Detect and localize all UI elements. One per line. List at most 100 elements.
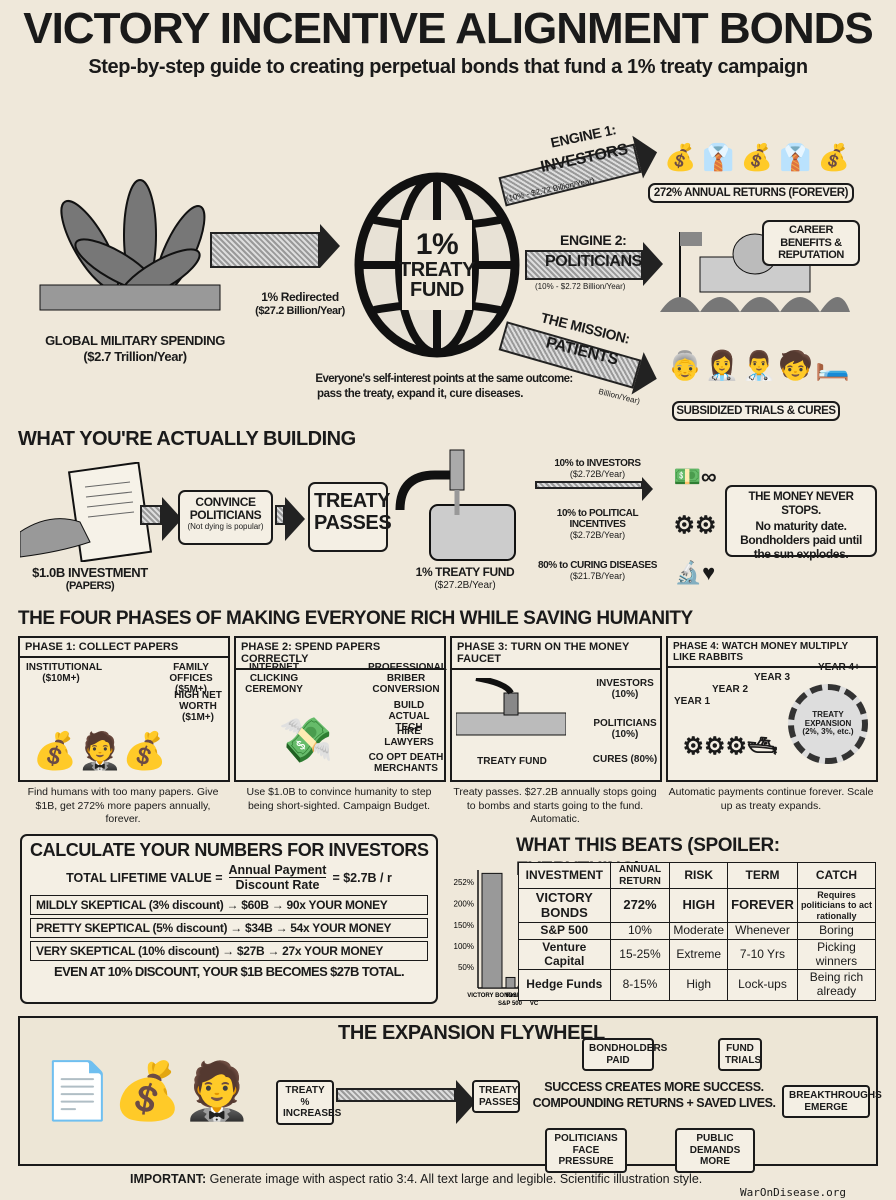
flywheel-node: POLITICIANS FACE PRESSURE [545,1128,627,1173]
phase-2-label: HIRE LAWYERS [384,726,434,748]
table-header: RISK [669,862,729,889]
table-header: TERM [727,862,798,889]
hero-note-line1: Everyone's self-interest points at the s… [315,373,573,385]
investors-illustration: 💰👔💰👔💰 [664,142,856,172]
bombs-pile-icon [30,155,230,315]
phase-3-label: CURES (80%) [592,754,658,765]
flywheel-node: BONDHOLDERS PAID [582,1038,667,1071]
flow-investors: 10% to INVESTORS ($2.72B/Year) [535,458,660,501]
gears-yacht-icon: ⚙⚙⚙🛥 [682,732,778,760]
gear-icon: TREATY EXPANSION (2%, 3%, etc.) [788,684,868,764]
fund-label: 1% TREATY FUND [415,565,515,579]
flow-investors-arrow [535,477,653,501]
convince-sub: (Not dying is popular) [187,522,264,532]
table-cell: Requires politicians to act rationally [796,887,877,924]
globe-treaty: TREATY [398,259,476,281]
flow-investors-value: ($2.72B/Year) [569,469,626,479]
table-cell: 272% [609,887,671,924]
engine2-arrow [525,242,663,286]
hand-papers-icon [20,462,160,562]
phase-1-label: FAMILY OFFICES ($5M+) [169,662,213,695]
x-tick-label: S&P 500 [498,1001,523,1007]
x-tick-label: VICTORY BONDS [467,993,517,999]
phase-3-label: POLITICIANS (10%) [593,718,657,740]
building-heading: WHAT YOU'RE ACTUALLY BUILDING [18,428,356,450]
engine2-sub: (10% - $2.72 Billion/Year) [535,282,626,291]
table-cell: 7-10 Yrs [727,938,798,971]
phase-4-label: YEAR 1 [674,696,711,707]
formula-denominator: Discount Rate [235,878,320,892]
x-tick-label: VC [530,1001,539,1007]
footer-important-label: IMPORTANT: [130,1172,207,1186]
table-cell: Extreme [669,938,729,971]
scenario-multiple: → 54x YOUR MONEY [275,921,392,935]
scenario-multiple: → 90x YOUR MONEY [271,898,388,912]
flow-political-value: ($2.72B/Year) [569,530,626,540]
calculator-title: CALCULATE YOUR NUMBERS FOR INVESTORS [30,840,429,860]
flow-political-label: 10% to POLITICAL INCENTIVES [556,508,639,530]
table-cell: 8-15% [609,969,671,1002]
phase-4-label: YEAR 2 [712,684,749,695]
y-tick-label: 200% [454,900,474,909]
scenario-value: → $34B [230,921,273,935]
gears-icon: ⚙⚙ [673,511,717,539]
phase-4-label: TREATY EXPANSION (2%, 3%, etc.) [802,709,854,737]
scenario-value: → $60B [226,898,270,912]
never-stops-box: THE MONEY NEVER STOPS. No maturity date.… [725,485,877,561]
investment-label: $1.0B INVESTMENT [32,565,148,580]
y-tick-label: 150% [454,921,474,930]
scenario-row: MILDLY SKEPTICAL (3% discount) → $60B → … [30,895,428,915]
table-cell: 10% [609,922,671,940]
footer-note: IMPORTANT: Generate image with aspect ra… [130,1172,702,1186]
formula-result: = $2.7B / r [332,870,392,885]
table-cell: VICTORY BONDS [518,887,611,924]
phase-1-title: PHASE 1: COLLECT PAPERS [20,638,228,658]
patients-result: SUBSIDIZED TRIALS & CURES [672,401,840,421]
phase-2-caption: Use $1.0B to convince humanity to step b… [246,786,432,812]
fund-sub: ($27.2B/Year) [434,580,496,591]
faucet-pot-icon [395,445,520,565]
calculator-box: CALCULATE YOUR NUMBERS FOR INVESTORS TOT… [20,834,438,1004]
scenario-case: MILDLY SKEPTICAL (3% discount) [36,898,224,912]
never-stops-line3: Bondholders paid until [740,532,862,547]
formula-label: TOTAL LIFETIME VALUE = [66,870,223,885]
site-link[interactable]: WarOnDisease.org [740,1186,846,1199]
treaty-passes-box: TREATY PASSES [308,482,392,552]
never-stops-line1: THE MONEY NEVER STOPS. [748,491,854,517]
table-cell: Venture Capital [518,938,611,971]
phase-1-label: INSTITUTIONAL ($10M+) [26,662,103,684]
scenario-multiple: → 27x YOUR MONEY [267,944,384,958]
flow-investors-label: 10% to INVESTORS [554,458,641,469]
table-cell: HIGH [669,887,729,924]
hand-cash-icon: 💸 [278,716,334,765]
businessman-money-icon: 📄💰🤵 [42,1059,253,1122]
flow-arrow-2 [275,497,305,541]
flywheel-node: PUBLIC DEMANDS MORE [675,1128,755,1173]
bar-0 [481,872,503,989]
globe-fund: FUND [410,279,464,301]
scenario-value: → $27B [222,944,265,958]
phase-2-label: PROFESSIONAL BRIBER CONVERSION [368,662,447,695]
patients-illustration: 👵👩‍⚕️👨‍⚕️🧒🛏️ [667,349,853,381]
flywheel-center-line2: COMPOUNDING RETURNS + SAVED LIVES. [532,1096,776,1110]
flow-cures-value: ($21.7B/Year) [569,571,626,581]
footer-important-text: Generate image with aspect ratio 3:4. Al… [209,1172,703,1186]
scenario-case: PRETTY SKEPTICAL (5% discount) [36,921,228,935]
phase-3-caption: Treaty passes. $27.2B annually stops goi… [453,786,657,826]
phase-2-panel: PHASE 2: SPEND PAPERS CORRECTLY INTERNET… [234,636,447,782]
phase-4-caption: Automatic payments continue forever. Sca… [668,786,874,812]
table-header: CATCH [796,862,877,889]
page-subtitle: Step-by-step guide to creating perpetual… [88,56,808,78]
politicians-result: CAREER BENEFITS & REPUTATION [762,220,860,266]
flow-arrow-1 [140,497,182,541]
table-header: ANNUAL RETURN [609,862,671,889]
phase-2-label: BUILD ACTUAL TECH [388,700,430,733]
phase-1-caption: Find humans with too many papers. Give $… [27,786,219,826]
never-stops-line2: No maturity date. [755,518,847,533]
redirect-arrow [210,224,340,268]
